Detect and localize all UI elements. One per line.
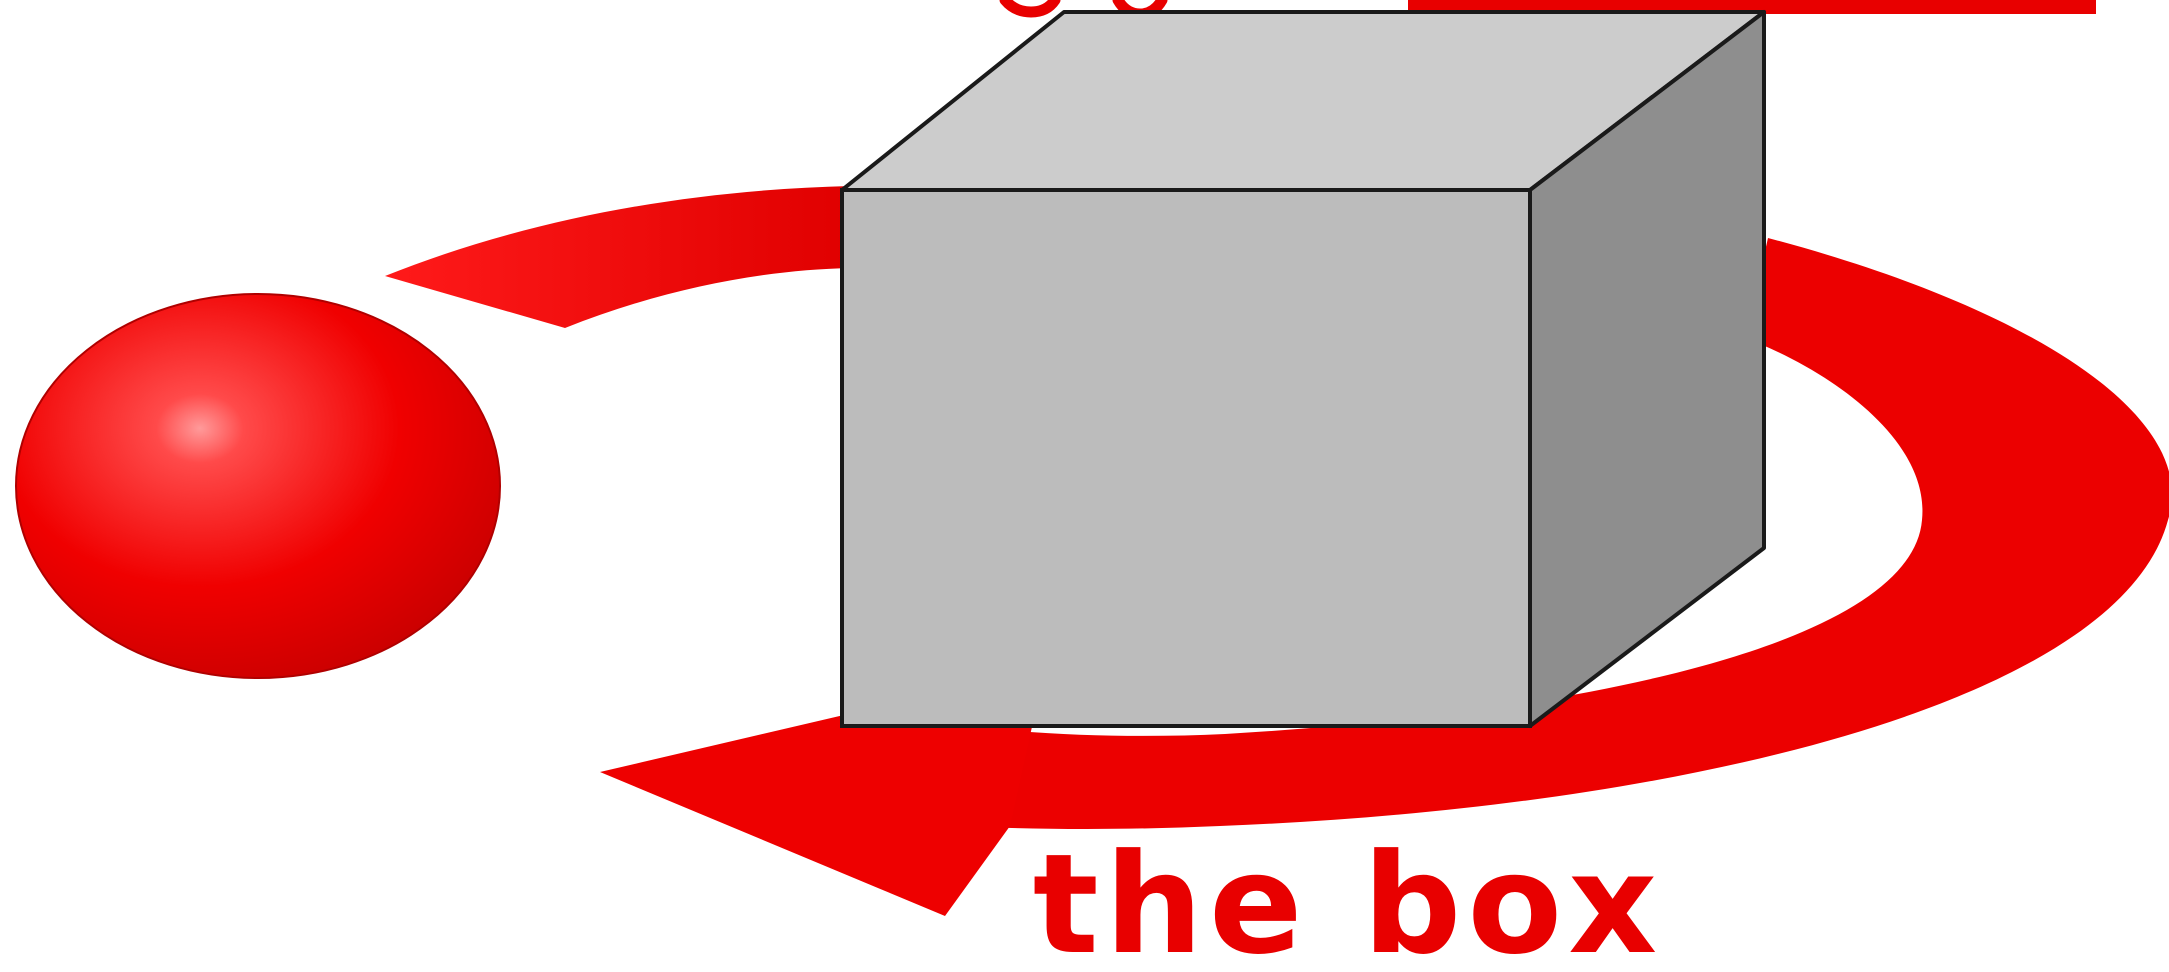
- red-sphere-icon: [16, 294, 500, 678]
- top-text-fragment: [1005, 0, 1055, 12]
- diagram-caption: the box: [1033, 824, 1663, 972]
- circular-arrow-back-segment: [385, 186, 850, 328]
- gray-cube-front-face: [842, 190, 1530, 726]
